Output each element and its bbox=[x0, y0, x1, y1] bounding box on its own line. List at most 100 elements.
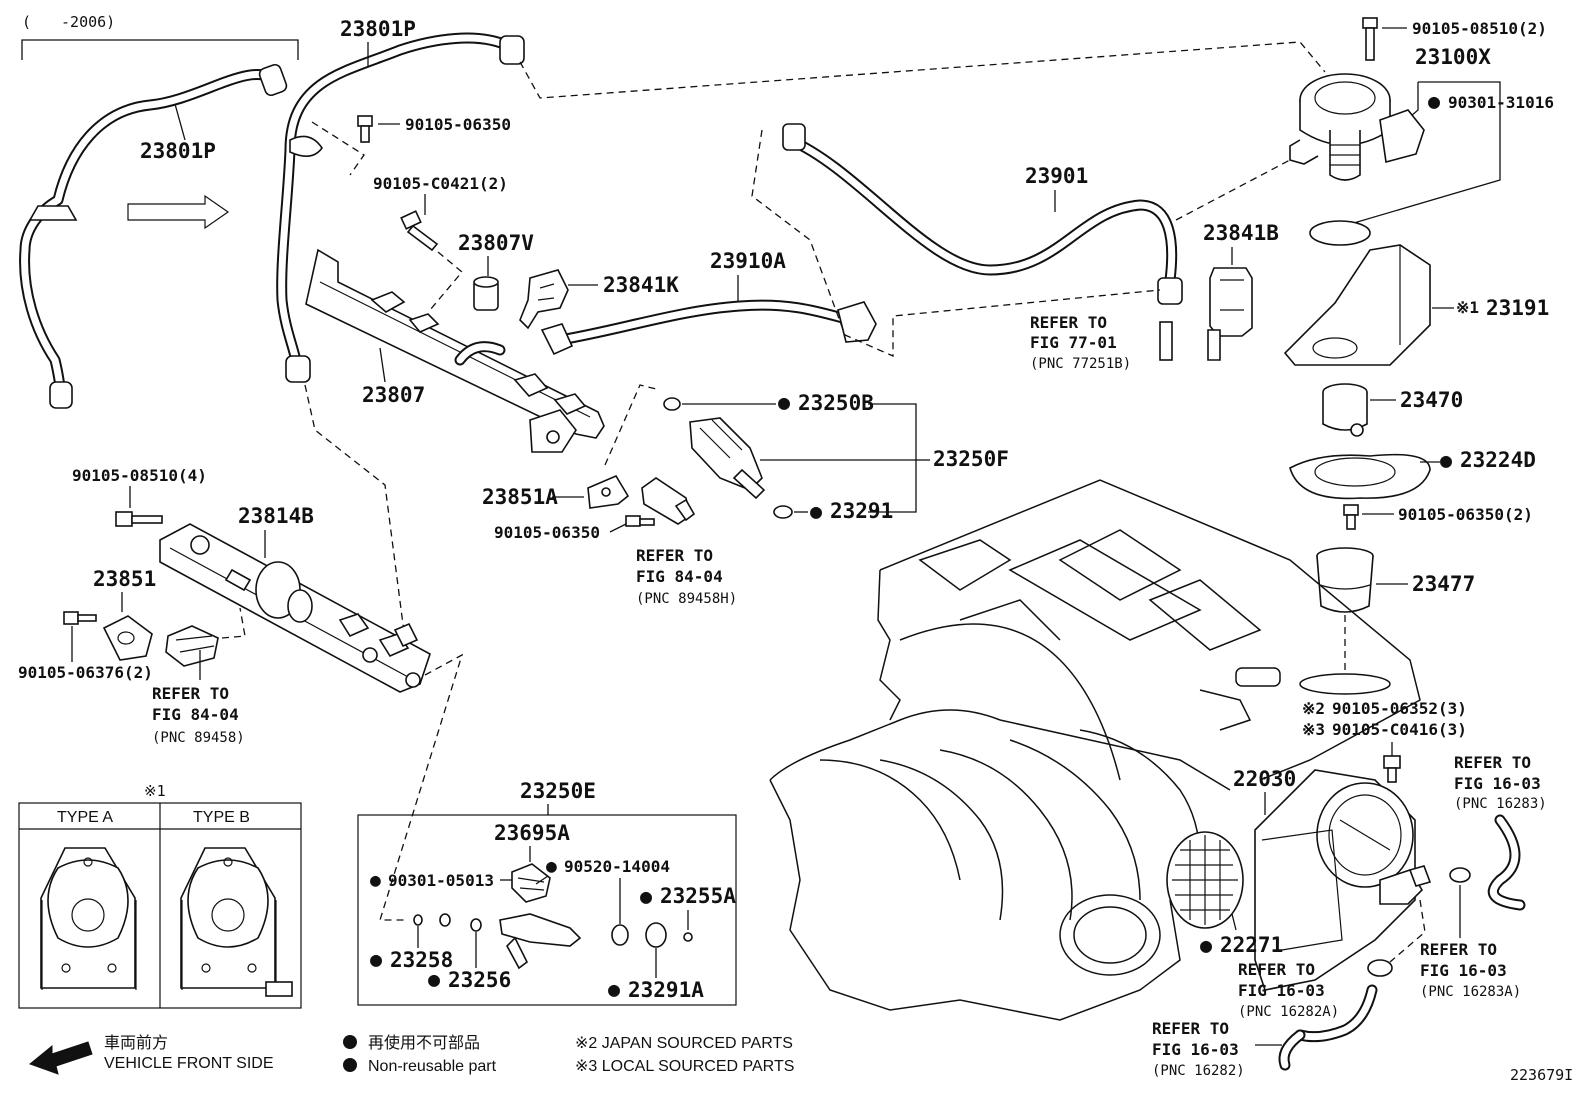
refer-fig-84-04-a-line2: FIG 84-04 bbox=[636, 567, 723, 586]
gasket-22271-illustration bbox=[1166, 831, 1244, 929]
non-reusable-dot-icon-1 bbox=[343, 1035, 357, 1049]
part-number-23191-mark: ※1 bbox=[1456, 298, 1479, 317]
non-reusable-dot-icon-2 bbox=[343, 1058, 357, 1072]
non-reusable-mark-23291A: ● bbox=[608, 977, 620, 1001]
clip-23695A-illustration bbox=[511, 863, 551, 903]
part-number-90105-06350-top: 90105-06350 bbox=[405, 115, 511, 134]
fuel-pipe-23801P-old-illustration bbox=[19, 63, 288, 409]
part-number-23250F: 23250F bbox=[933, 447, 1009, 471]
refer-fig-16-03-c-line1: REFER TO bbox=[1238, 960, 1315, 979]
o-ring-23258-illustration bbox=[413, 914, 423, 926]
bolt-90105-06352-illustration bbox=[1383, 755, 1401, 783]
part-number-90301-31016: 90301-31016 bbox=[1448, 93, 1554, 112]
non-reusable-mark-23255A: ● bbox=[640, 884, 652, 908]
o-ring-90301-05013-illustration bbox=[439, 913, 451, 927]
refer-fig-77-01-line2: FIG 77-01 bbox=[1030, 333, 1117, 352]
part-number-23801P-left: 23801P bbox=[140, 139, 216, 163]
part-number-23841B: 23841B bbox=[1203, 221, 1279, 245]
bolt-90105-C0421-illustration bbox=[400, 210, 439, 252]
refer-fig-16-03-d-line2: FIG 16-03 bbox=[1152, 1040, 1239, 1059]
refer-fig-77-01-pnc: (PNC 77251B) bbox=[1030, 356, 1131, 372]
japan-sourced-note: ※2 JAPAN SOURCED PARTS bbox=[575, 1035, 793, 1052]
gasket-23224D-illustration bbox=[1289, 453, 1431, 500]
refer-fig-16-03-d-pnc: (PNC 16282) bbox=[1152, 1063, 1245, 1079]
vehicle-front-jp: 車両前方 bbox=[104, 1034, 168, 1052]
injector-23250E-illustration bbox=[499, 913, 582, 970]
lifter-23470-illustration bbox=[1322, 383, 1368, 437]
refer-fig-84-04-b-line2: FIG 84-04 bbox=[152, 705, 239, 724]
clamp-23841B-illustration bbox=[1207, 267, 1253, 361]
part-number-90105-C0416: 90105-C0416(3) bbox=[1332, 720, 1467, 739]
refer-fig-16-03-c-line2: FIG 16-03 bbox=[1238, 981, 1325, 1000]
bracket-type-a-illustration bbox=[40, 847, 137, 990]
part-number-23100X: 23100X bbox=[1415, 45, 1491, 69]
part-number-22271: 22271 bbox=[1220, 933, 1283, 957]
bolt-90105-06350-top-illustration bbox=[357, 115, 373, 143]
throttle-body-22030-illustration bbox=[1254, 769, 1432, 991]
non-reusable-jp: 再使用不可部品 bbox=[368, 1034, 480, 1052]
bolt-90105-06350-b-illustration bbox=[625, 515, 655, 527]
non-reusable-mark-23256: ● bbox=[428, 967, 440, 991]
part-number-90105-06376: 90105-06376(2) bbox=[18, 663, 153, 682]
hose-16283-illustration bbox=[1449, 814, 1526, 911]
part-number-90105-06352-mark: ※2 bbox=[1302, 699, 1325, 718]
bolt-90105-06350-2-illustration bbox=[1343, 504, 1359, 530]
model-range-label: ( -2006) bbox=[22, 13, 115, 31]
sensor-89458-illustration bbox=[165, 625, 219, 667]
part-number-23477: 23477 bbox=[1412, 572, 1475, 596]
spacer-23807V-illustration bbox=[473, 276, 499, 311]
part-number-23191: 23191 bbox=[1486, 296, 1549, 320]
type-box-mark: ※1 bbox=[144, 782, 166, 800]
refer-fig-16-03-a-line1: REFER TO bbox=[1454, 753, 1531, 772]
part-number-23224D: 23224D bbox=[1460, 448, 1536, 472]
o-ring-23250B-illustration bbox=[663, 397, 681, 411]
part-number-23250E: 23250E bbox=[520, 779, 596, 803]
o-ring-23256-illustration bbox=[470, 918, 482, 932]
hose-23910A-illustration bbox=[540, 299, 877, 356]
part-number-23291: 23291 bbox=[830, 499, 893, 523]
part-number-23807: 23807 bbox=[362, 383, 425, 407]
part-number-90301-05013: 90301-05013 bbox=[388, 871, 494, 890]
model-range-bracket bbox=[21, 39, 299, 60]
non-reusable-mark-23258: ● bbox=[370, 947, 382, 971]
bracket-23841K-illustration bbox=[519, 269, 569, 330]
type-b-label: TYPE B bbox=[193, 809, 250, 826]
refer-fig-16-03-d-line1: REFER TO bbox=[1152, 1019, 1229, 1038]
part-number-23851A: 23851A bbox=[482, 485, 558, 509]
hose-16282-illustration bbox=[1278, 984, 1378, 1071]
o-ring-90301-31016-illustration bbox=[1309, 220, 1371, 246]
part-number-23695A: 23695A bbox=[494, 821, 570, 845]
bolt-90105-08510-2-illustration bbox=[1362, 17, 1378, 61]
refer-fig-16-03-a-line2: FIG 16-03 bbox=[1454, 774, 1541, 793]
fuel-delivery-pipe-23807-illustration bbox=[305, 248, 605, 453]
clamp-16282A-illustration bbox=[1367, 959, 1393, 977]
seal-23291A-illustration bbox=[645, 922, 667, 948]
refer-fig-84-04-b-line1: REFER TO bbox=[152, 684, 229, 703]
part-number-23901: 23901 bbox=[1025, 164, 1088, 188]
part-number-23256: 23256 bbox=[448, 968, 511, 992]
bolt-90105-08510-4-illustration bbox=[115, 511, 163, 527]
fuel-pump-23100X-illustration bbox=[1289, 73, 1425, 181]
fuel-rail-23814B-illustration bbox=[159, 523, 431, 693]
bracket-23191-illustration bbox=[1283, 244, 1431, 366]
part-number-23470: 23470 bbox=[1400, 388, 1463, 412]
filter-23255A-illustration bbox=[683, 932, 693, 942]
part-number-90105-06352: 90105-06352(3) bbox=[1332, 699, 1467, 718]
refer-fig-84-04-a-pnc: (PNC 89458H) bbox=[636, 591, 737, 607]
vehicle-front-arrow-icon bbox=[28, 1041, 93, 1075]
part-number-90105-08510-4: 90105-08510(4) bbox=[72, 466, 207, 485]
non-reusable-mark-90301-31016: ● bbox=[1428, 89, 1440, 113]
refer-fig-16-03-b-line1: REFER TO bbox=[1420, 940, 1497, 959]
part-number-90105-06350-2: 90105-06350(2) bbox=[1398, 505, 1533, 524]
refer-fig-16-03-b-line2: FIG 16-03 bbox=[1420, 961, 1507, 980]
refer-fig-16-03-b-pnc: (PNC 16283A) bbox=[1420, 984, 1521, 1000]
refer-fig-16-03-a-pnc: (PNC 16283) bbox=[1454, 796, 1547, 812]
figure-id: 223679I bbox=[1510, 1066, 1573, 1084]
non-reusable-mark-90520-14004: ● bbox=[546, 856, 557, 877]
part-number-90105-06350-b: 90105-06350 bbox=[494, 523, 600, 542]
tube-illustration bbox=[1159, 321, 1173, 361]
type-a-label: TYPE A bbox=[57, 809, 113, 826]
part-number-23291A: 23291A bbox=[628, 978, 704, 1002]
non-reusable-en: Non-reusable part bbox=[368, 1058, 497, 1075]
